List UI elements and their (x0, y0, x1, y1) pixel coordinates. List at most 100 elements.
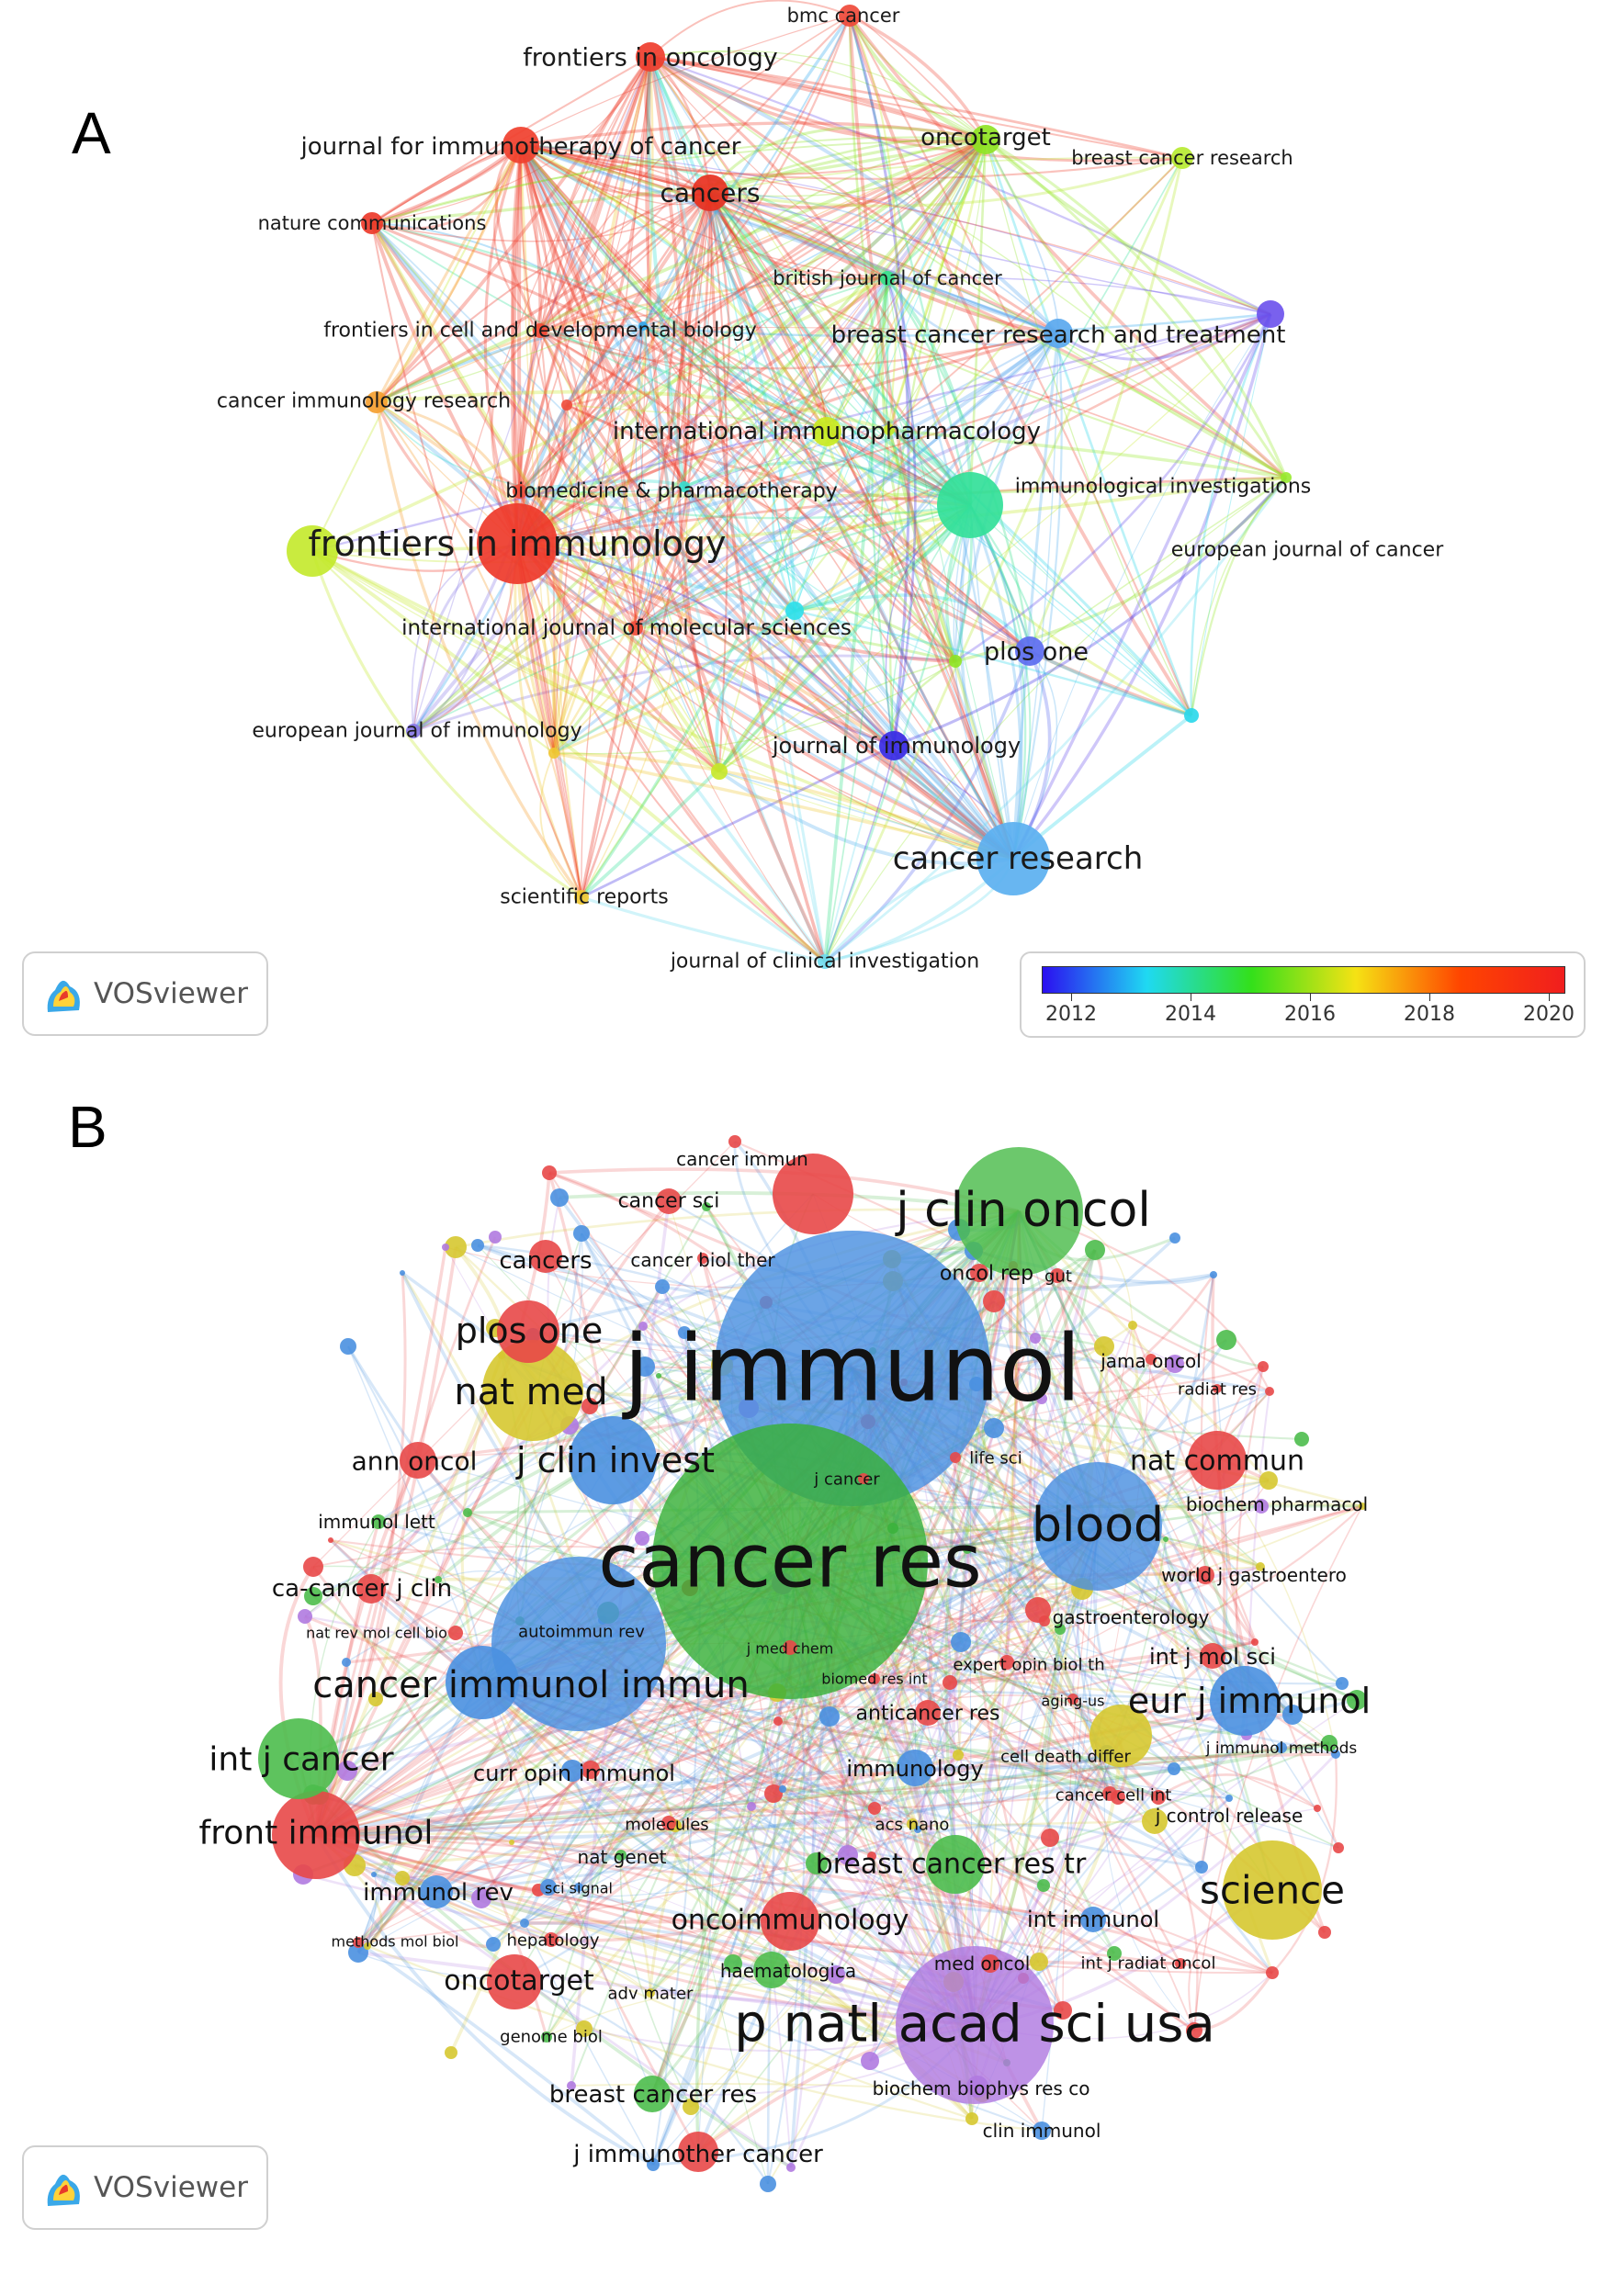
network-node (303, 1557, 323, 1577)
network-node (1225, 1795, 1233, 1802)
label-int-j-radiat-oncol: int j radiat oncol (1081, 1954, 1216, 1974)
network-edge (516, 313, 1271, 545)
network-node (951, 1632, 971, 1652)
network-edge (690, 1969, 773, 2108)
network-node (304, 1587, 322, 1605)
network-edge (893, 476, 1288, 748)
network-edge (718, 660, 956, 772)
network-edge (1271, 1753, 1338, 1974)
network-edge (620, 1525, 1099, 1856)
network-edge (649, 56, 1014, 860)
network-edge (311, 504, 971, 564)
network-node (581, 1398, 598, 1414)
network-edge (649, 56, 796, 612)
network-edge (709, 192, 1059, 334)
network-edge (708, 192, 1015, 860)
label-int-immunol: int immunol (1027, 1907, 1159, 1932)
label-radiat-res: radiat res (1178, 1380, 1257, 1400)
network-edge (519, 476, 1287, 499)
node-cancer-cell-int (1102, 1786, 1117, 1801)
network-node (1030, 1953, 1048, 1971)
node-jama-oncol (1146, 1354, 1157, 1365)
network-edge (751, 1504, 1262, 1807)
network-edge (520, 144, 548, 332)
node-biomed-res-int (869, 1673, 880, 1684)
network-edge (520, 143, 711, 197)
label-cancer-biol-ther: cancer biol ther (630, 1249, 775, 1271)
network-edge (519, 143, 1032, 653)
network-edge (311, 549, 720, 773)
network-edge (315, 1833, 622, 1857)
network-node (340, 1338, 356, 1355)
network-edge (347, 1345, 653, 2095)
network-edge (516, 332, 1059, 546)
network-edge (649, 56, 796, 612)
network-edge (638, 325, 720, 772)
network-edge (1131, 1324, 1340, 1849)
node-british-journal-of-cancer (880, 271, 895, 286)
network-edge (315, 1691, 778, 1837)
network-edge (435, 1854, 849, 1898)
network-edge (516, 476, 1287, 546)
network-node (983, 1290, 1005, 1312)
network-edge (635, 139, 987, 629)
network-edge (968, 504, 1027, 860)
network-edge (888, 428, 1287, 479)
node-haematologica (753, 1952, 790, 1988)
network-edge (520, 144, 1271, 315)
network-edge (519, 490, 896, 747)
network-edge (1012, 650, 1058, 860)
node-j-cancer (858, 1473, 869, 1484)
network-edge (566, 138, 987, 407)
network-edge (888, 139, 987, 431)
network-edge (635, 313, 1271, 629)
network-node (683, 2099, 699, 2115)
network-edge (977, 1272, 1261, 1569)
network-edge (304, 1257, 705, 1618)
label-nat-med: nat med (454, 1371, 607, 1413)
node-breast-cancer-research (1171, 147, 1193, 169)
network-edge (370, 222, 721, 773)
network-edge (566, 404, 890, 431)
network-edge (520, 144, 888, 279)
network-node (1333, 1842, 1344, 1853)
network-node (838, 1845, 858, 1865)
network-edge (718, 504, 971, 772)
network-edge (649, 1249, 1097, 1995)
network-node (1251, 1638, 1259, 1646)
network-edge (435, 1768, 592, 1894)
network-node (471, 1239, 484, 1252)
label-world-j-gastroentero: world j gastroentero (1161, 1564, 1347, 1586)
network-edge (886, 277, 1059, 346)
network-edge (1011, 332, 1063, 860)
node-cell-death-differ (1089, 1705, 1152, 1767)
network-node (1294, 1432, 1309, 1446)
network-edge (435, 1525, 1099, 1894)
network-edge (367, 1874, 378, 1947)
network-edge (539, 138, 987, 332)
label-cancer-cell-int: cancer cell int (1055, 1786, 1172, 1806)
label-plos-one: plos one (456, 1311, 604, 1351)
network-edge (794, 139, 987, 612)
network-edge (913, 1210, 1021, 1769)
network-edge (993, 1300, 1235, 1701)
node-plos-one (497, 1300, 559, 1363)
network-edge (708, 192, 971, 507)
network-edge (552, 192, 712, 754)
node-j-clin-oncol (954, 1147, 1083, 1276)
network-edge (375, 400, 1015, 861)
node-adv-mater (646, 1988, 655, 1998)
network-edge (519, 56, 651, 492)
node-cancer-immunology-research (366, 391, 388, 413)
network-edge (514, 543, 583, 898)
network-edge (847, 1823, 1202, 1869)
node-cancer-biol-ther (697, 1253, 708, 1264)
panel-b-letter: B (68, 1094, 107, 1160)
network-edge (520, 144, 1014, 860)
legend-tick (1310, 994, 1311, 1001)
network-edge (553, 503, 971, 755)
label-oncol-rep: oncol rep (940, 1263, 1033, 1286)
network-edge (641, 15, 852, 327)
network-edge (537, 1711, 929, 1892)
network-edge (519, 143, 1015, 861)
